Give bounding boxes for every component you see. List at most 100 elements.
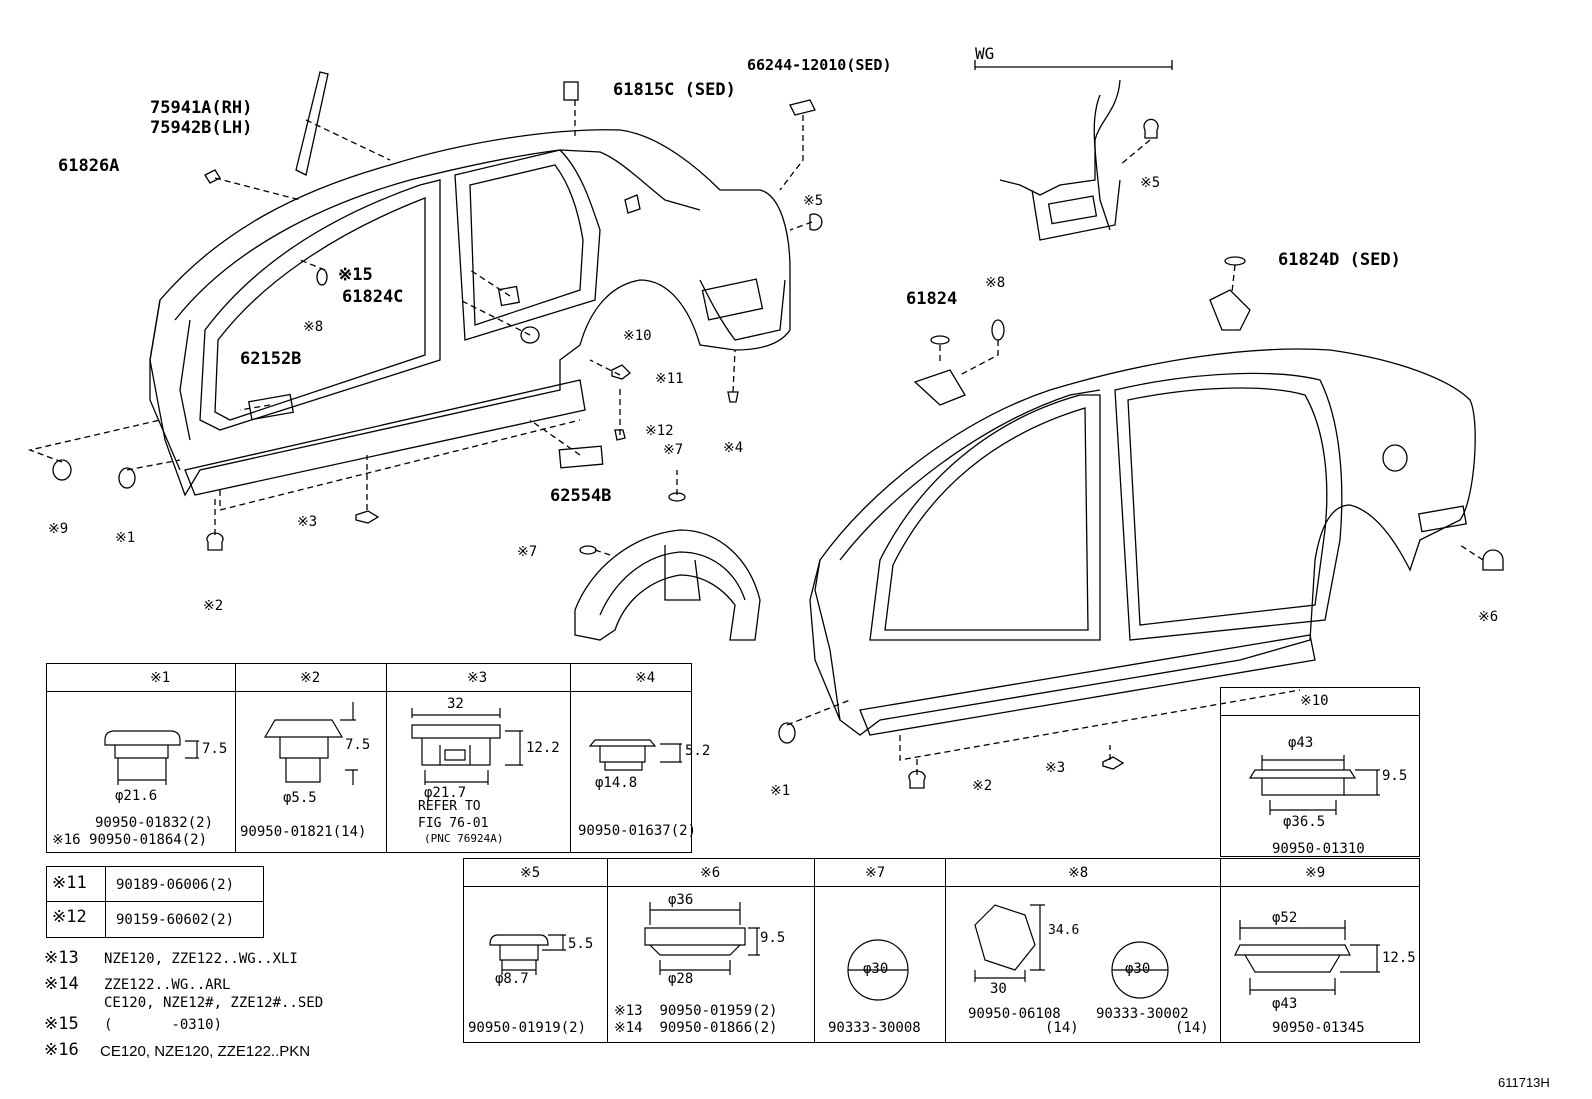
ref-1-label: ※1 — [115, 530, 136, 546]
wg-inset — [974, 60, 1173, 241]
dim-diameter: φ21.6 — [115, 788, 158, 804]
part-label-75941a: 75941A(RH) — [150, 98, 253, 118]
part-number: 90189-06006(2) — [116, 877, 235, 893]
dim-diameter: φ30 — [863, 961, 889, 977]
dim-height: 12.2 — [526, 740, 560, 756]
part-number: 90333-30002 — [1096, 1006, 1189, 1022]
dim-diameter: φ30 — [1125, 961, 1151, 977]
note-text: CE120, NZE12#, ZZE12#..SED — [104, 995, 324, 1011]
note-text: ( -0310) — [104, 1017, 223, 1033]
part-label-61815c: 61815C (SED) — [613, 80, 736, 100]
part-number: ※13 90950-01959(2) — [614, 1003, 778, 1019]
dim-diameter: φ28 — [668, 971, 694, 987]
left-leader-lines — [27, 100, 813, 556]
ref-1-label: ※1 — [770, 783, 791, 799]
note-ref: ※13 — [44, 948, 79, 968]
right-leader-lines — [786, 139, 1484, 775]
ref-8-label: ※8 — [985, 275, 1006, 291]
dim-diameter: φ21.7 — [424, 785, 467, 801]
ref-7-label: ※7 — [517, 544, 538, 560]
part-number: 90950-01919(2) — [468, 1020, 587, 1036]
left-small-parts — [52, 71, 823, 555]
note-text: CE120, NZE120, ZZE122..PKN — [100, 1043, 311, 1060]
dim-diameter: φ36.5 — [1283, 814, 1326, 830]
reference-note: REFER TO — [418, 799, 481, 814]
fastener-table-1 — [46, 663, 692, 853]
dim-diameter: φ8.7 — [495, 971, 529, 987]
dim-height: 7.5 — [202, 741, 228, 757]
dim-height: 9.5 — [1382, 768, 1408, 784]
table-glyphs — [104, 702, 1380, 1001]
part-number: 90950-01821(14) — [240, 824, 367, 840]
dim-diameter: φ43 — [1272, 996, 1298, 1012]
table-header-ref-1: ※1 — [150, 670, 171, 686]
part-quantity: (14) — [1175, 1020, 1209, 1036]
table-header-ref-5: ※5 — [520, 865, 541, 881]
table-header-ref-10: ※10 — [1300, 693, 1329, 709]
reference-note: (PNC 76924A) — [424, 832, 504, 845]
ref-9-label: ※9 — [48, 521, 69, 537]
note-text: NZE120, ZZE122..WG..XLI — [104, 951, 298, 967]
part-number: ※16 90950-01864(2) — [52, 832, 208, 848]
ref-3-label: ※3 — [1045, 760, 1066, 776]
table-header-ref-2: ※2 — [300, 670, 321, 686]
table-header-ref-6: ※6 — [700, 865, 721, 881]
part-label-75942b: 75942B(LH) — [150, 118, 253, 138]
table-header-ref-9: ※9 — [1305, 865, 1326, 881]
right-body-side-panel — [809, 348, 1476, 761]
note-text: ZZE122..WG..ARL — [104, 977, 231, 993]
ref-10-label: ※10 — [623, 328, 652, 344]
left-body-side-panel — [149, 129, 791, 511]
part-quantity: (14) — [1045, 1020, 1079, 1036]
ref-15-label: ※15 — [338, 265, 373, 285]
dim-height: 34.6 — [1048, 923, 1080, 938]
dim-diameter: φ52 — [1272, 910, 1298, 926]
ref-2-label: ※2 — [972, 778, 993, 794]
part-label-61824: 61824 — [906, 289, 958, 309]
fastener-table-10 — [1220, 687, 1420, 857]
ref-5-label: ※5 — [803, 193, 824, 209]
part-number: 90333-30008 — [828, 1020, 921, 1036]
note-ref: ※14 — [44, 974, 79, 994]
fastener-table-2 — [463, 858, 1420, 1043]
part-label-61824d: 61824D (SED) — [1278, 250, 1401, 270]
note-ref: ※15 — [44, 1014, 79, 1034]
part-number: 90159-60602(2) — [116, 912, 235, 928]
table-header-ref-3: ※3 — [467, 670, 488, 686]
part-label-66244: 66244-12010(SED) — [747, 56, 892, 74]
dim-diameter: φ5.5 — [283, 790, 317, 806]
fastener-table-small — [46, 866, 264, 938]
table-header-ref-4: ※4 — [635, 670, 656, 686]
part-label-61826a: 61826A — [58, 156, 120, 176]
part-label-61824c: 61824C — [342, 287, 404, 307]
part-label-62554b: 62554B — [550, 486, 612, 506]
ref-12-label: ※12 — [645, 423, 674, 439]
part-number: ※14 90950-01866(2) — [614, 1020, 778, 1036]
wg-label: WG — [975, 44, 995, 63]
dim-height: 12.5 — [1382, 950, 1416, 966]
fender-liner — [574, 529, 761, 641]
ref-7-label: ※7 — [663, 442, 684, 458]
dim-height: 9.5 — [760, 930, 786, 946]
ref-2-label: ※2 — [203, 598, 224, 614]
part-label-62152b: 62152B — [240, 349, 302, 369]
table-header-ref-8: ※8 — [1068, 865, 1089, 881]
ref-11-label: ※11 — [655, 371, 684, 387]
dim-height: 5.2 — [685, 743, 711, 759]
table-header-ref-7: ※7 — [865, 865, 886, 881]
ref-4-label: ※4 — [723, 440, 744, 456]
table-ref-11: ※11 — [52, 873, 87, 893]
dim-height: 7.5 — [345, 737, 371, 753]
reference-note: FIG 76-01 — [418, 816, 489, 831]
dim-diameter: φ36 — [668, 892, 694, 908]
table-ref-12: ※12 — [52, 907, 87, 927]
ref-5-label: ※5 — [1140, 175, 1161, 191]
dim-width: 30 — [990, 981, 1007, 997]
part-number: 90950-01345 — [1272, 1020, 1365, 1036]
part-number: 90950-06108 — [968, 1006, 1061, 1022]
part-number: 90950-01832(2) — [95, 815, 214, 831]
figure-number: 611713H — [1498, 1075, 1550, 1090]
dim-height: 5.5 — [568, 936, 594, 952]
note-ref: ※16 — [44, 1040, 79, 1060]
dim-diameter: φ14.8 — [595, 775, 638, 791]
